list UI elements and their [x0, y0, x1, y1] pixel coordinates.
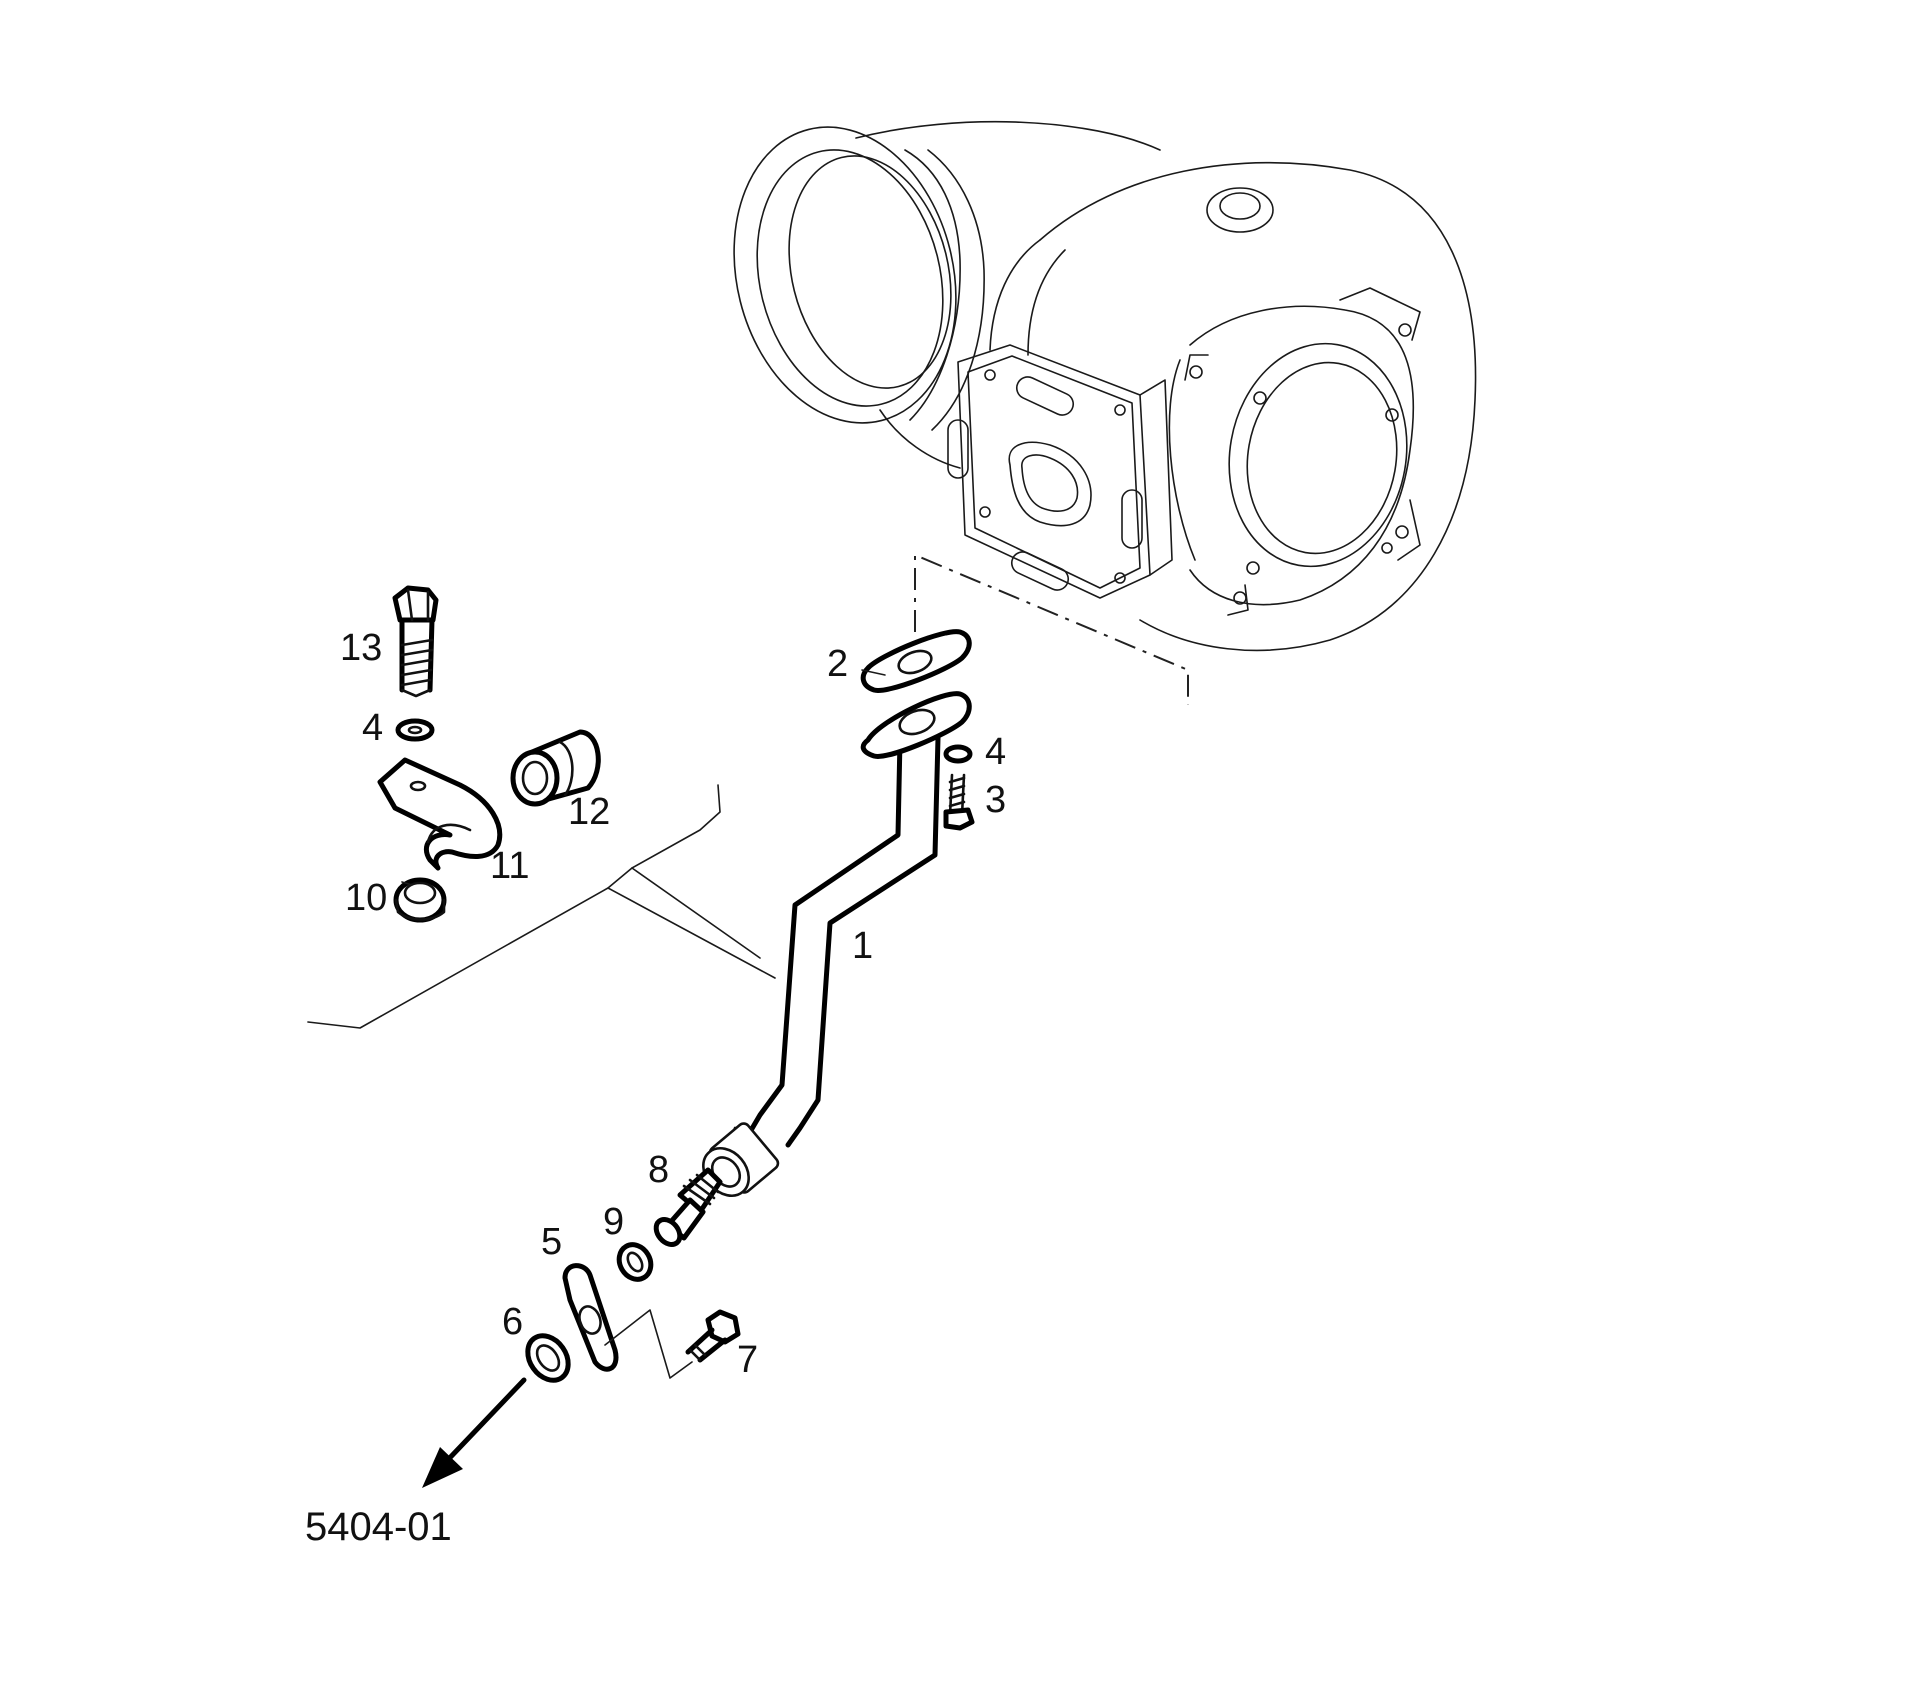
bolt-large — [392, 585, 439, 698]
engine-block-outline — [307, 887, 776, 1029]
bolt-small — [943, 773, 975, 831]
reference-arrow — [422, 1377, 527, 1488]
assembly-line-dashed — [914, 553, 1189, 705]
oil-pipe — [747, 735, 941, 1148]
label-part-4-left: 4 — [362, 707, 383, 749]
label-part-4-right: 4 — [985, 731, 1006, 773]
label-part-9: 9 — [603, 1201, 624, 1243]
seal-ring — [616, 1242, 654, 1282]
label-part-5: 5 — [541, 1221, 562, 1263]
assembly-line-lower — [604, 1309, 693, 1379]
clamp-bracket — [377, 757, 503, 871]
turbocharger-drawing — [733, 120, 1477, 652]
gasket-upper — [860, 629, 972, 693]
label-part-3: 3 — [985, 779, 1006, 821]
label-part-2: 2 — [827, 643, 848, 685]
label-part-1: 1 — [852, 925, 873, 967]
washer-right — [943, 744, 973, 764]
o-ring — [525, 1333, 571, 1383]
union-nipple — [653, 1167, 723, 1248]
label-part-10: 10 — [345, 877, 387, 919]
spacer-sleeve — [393, 877, 447, 923]
rubber-sleeve — [510, 729, 601, 807]
pipe-end-fitting — [702, 1122, 780, 1198]
reference-code: 5404-01 — [305, 1505, 452, 1549]
bolt-lower — [685, 1309, 741, 1363]
label-part-12: 12 — [568, 791, 610, 833]
label-part-6: 6 — [502, 1301, 523, 1343]
label-part-8: 8 — [648, 1149, 669, 1191]
flange-lower — [562, 1263, 619, 1372]
label-part-7: 7 — [737, 1339, 758, 1381]
label-part-13: 13 — [340, 627, 382, 669]
label-part-11: 11 — [490, 845, 529, 887]
pipe-flange — [860, 691, 972, 759]
washer-left — [395, 718, 435, 742]
